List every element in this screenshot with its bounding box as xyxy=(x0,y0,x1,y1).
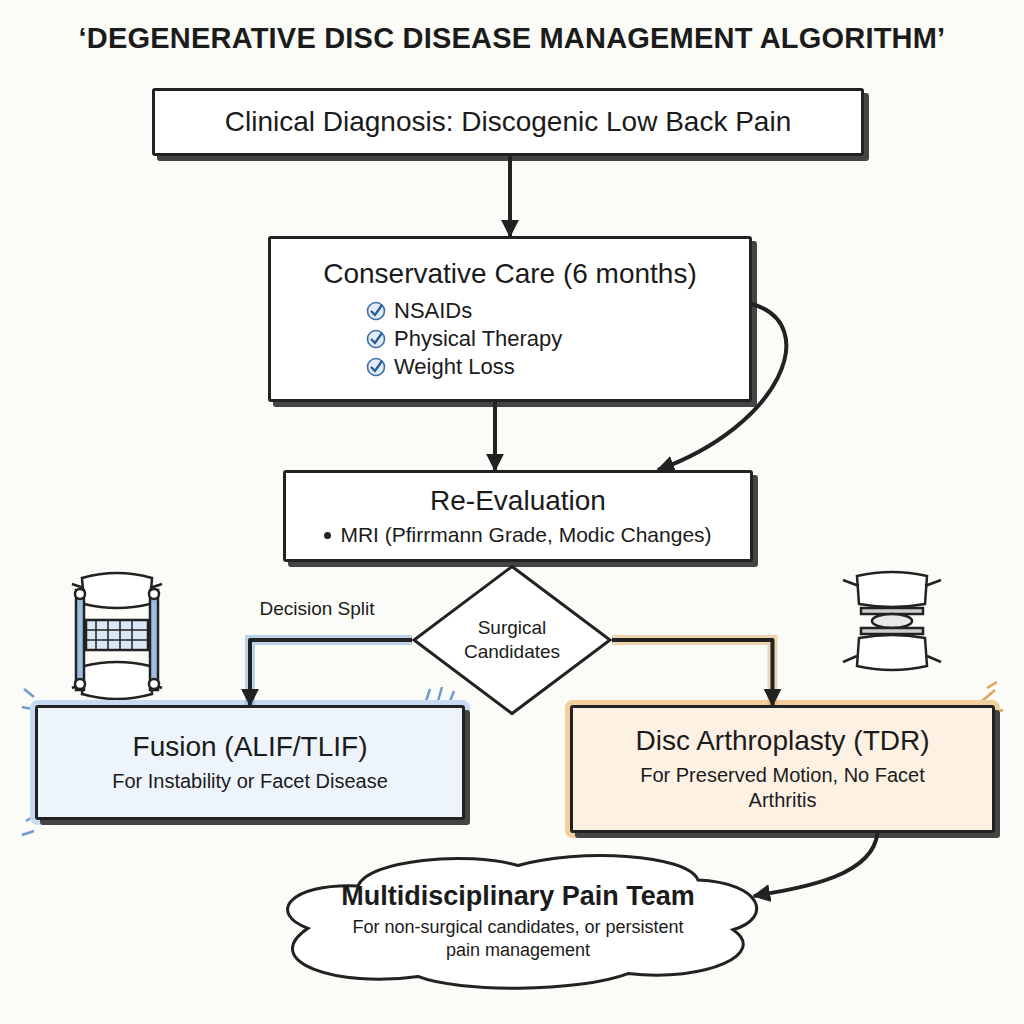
node-text: MRI (Pfirrmann Grade, Modic Changes) xyxy=(340,523,711,547)
node-text: Physical Therapy xyxy=(394,326,562,352)
vertebra xyxy=(82,573,152,608)
checklist-item: Physical Therapy xyxy=(366,326,562,352)
check-icon xyxy=(366,301,386,321)
node-text: Re-Evaluation xyxy=(430,485,606,517)
node-text: For Preserved Motion, No Facet Arthritis xyxy=(618,763,948,813)
cloud-shape xyxy=(288,856,757,989)
node-text: Disc Arthroplasty (TDR) xyxy=(635,725,929,757)
connector-group xyxy=(612,640,773,705)
vertebra-sketch xyxy=(72,573,162,699)
pedicle-screw xyxy=(75,679,85,689)
glow-dash xyxy=(22,689,36,835)
node-text: Surgical Candidates xyxy=(452,616,572,664)
vertebra xyxy=(857,635,927,670)
node-text: Clinical Diagnosis: Discogenic Low Back … xyxy=(225,106,791,138)
node-text: Weight Loss xyxy=(394,354,515,380)
connector-arrow xyxy=(493,402,497,470)
diagram-title: ‘DEGENERATIVE DISC DISEASE MANAGEMENT AL… xyxy=(10,22,1014,55)
check-icon xyxy=(366,329,386,349)
connector-arrow xyxy=(612,640,773,705)
connector-group xyxy=(754,833,878,896)
connector-arrow xyxy=(508,156,512,236)
disc-replacement-icon xyxy=(835,570,950,675)
check-mark xyxy=(371,361,382,371)
pedicle-screw xyxy=(75,589,85,599)
fusion-spine-icon xyxy=(62,570,172,705)
connector-arrow xyxy=(250,640,412,705)
fusion-rod xyxy=(76,590,84,690)
edge-label: Decision Split xyxy=(259,598,374,620)
decision-diamond: Surgical Candidates xyxy=(412,565,612,715)
node-text: Multidisciplinary Pain Team xyxy=(341,881,695,912)
checklist-item: Weight Loss xyxy=(366,354,515,380)
outcome-box: Fusion (ALIF/TLIF) For Instability or Fac… xyxy=(35,705,465,820)
artificial-disc-core xyxy=(872,614,912,628)
connector-arrow xyxy=(754,833,878,896)
process-box: Conservative Care (6 months) NSAIDsPhysic… xyxy=(268,236,752,402)
checklist-item: NSAIDs xyxy=(366,298,472,324)
start-box: Clinical Diagnosis: Discogenic Low Back … xyxy=(152,88,864,156)
glow-dash xyxy=(426,687,454,701)
vertebra xyxy=(857,572,927,607)
connector-halo xyxy=(612,640,773,705)
connector-group xyxy=(510,156,511,236)
vertebra-sketch xyxy=(843,572,941,670)
check-mark xyxy=(371,305,382,315)
check-circle xyxy=(368,331,385,348)
vertebra-process xyxy=(72,584,162,588)
cage-mesh xyxy=(86,620,148,650)
check-icon xyxy=(366,357,386,377)
diamond-outline xyxy=(412,565,612,715)
node-text: For non-surgical candidates, or persiste… xyxy=(338,916,698,961)
vertebra xyxy=(82,662,152,699)
bullet-item: MRI (Pfirrmann Grade, Modic Changes) xyxy=(324,523,711,547)
node-text: Conservative Care (6 months) xyxy=(323,258,696,290)
vertebra-process xyxy=(843,580,941,586)
connector-group xyxy=(495,402,496,470)
cloud-node: Multidisciplinary Pain TeamFor non-surgi… xyxy=(268,848,768,994)
node-text: For Instability or Facet Disease xyxy=(112,769,388,794)
node-text: Fusion (ALIF/TLIF) xyxy=(133,731,368,763)
endplate xyxy=(861,628,923,634)
fusion-rod xyxy=(150,590,158,690)
pedicle-screw xyxy=(149,589,159,599)
connector-group xyxy=(250,640,412,705)
outcome-box: Disc Arthroplasty (TDR) For Preserved Mot… xyxy=(570,705,995,833)
check-mark xyxy=(371,333,382,343)
fusion-cage xyxy=(86,620,148,650)
process-box: Re-EvaluationMRI (Pfirrmann Grade, Modic… xyxy=(283,470,753,562)
connector-halo xyxy=(250,640,412,705)
check-circle xyxy=(368,303,385,320)
highlight-dashes xyxy=(420,685,460,705)
check-circle xyxy=(368,359,385,376)
pedicle-screw xyxy=(149,679,159,689)
vertebra-process xyxy=(843,656,941,662)
node-text: NSAIDs xyxy=(394,298,472,324)
bullet-dot xyxy=(324,532,331,539)
diamond-shape xyxy=(414,567,610,714)
